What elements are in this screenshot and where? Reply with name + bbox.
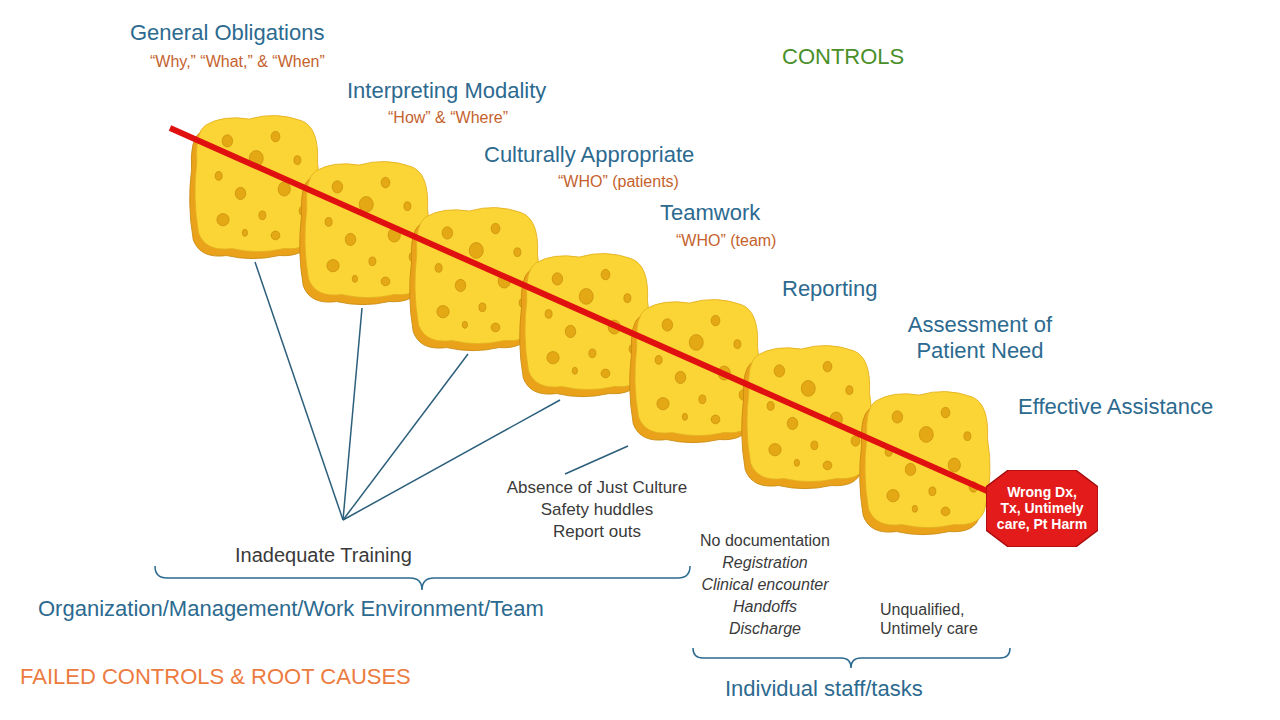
leader-line bbox=[565, 446, 628, 474]
control-question: “Why,” “What,” & “When” bbox=[150, 52, 325, 71]
cheese-slice bbox=[742, 346, 872, 489]
section-heading: FAILED CONTROLS & ROOT CAUSES bbox=[20, 664, 411, 690]
outcome-octagon: Wrong Dx, Tx, Untimely care, Pt Harm bbox=[986, 470, 1098, 547]
section-heading: CONTROLS bbox=[782, 44, 904, 70]
hazard-trajectory bbox=[170, 128, 1030, 510]
control-question: “WHO” (team) bbox=[676, 231, 776, 250]
leader-line bbox=[343, 400, 560, 520]
control-name: Culturally Appropriate bbox=[484, 142, 694, 168]
bracket bbox=[693, 648, 1010, 668]
task-item: Clinical encounter bbox=[685, 575, 845, 594]
control-name: Interpreting Modality bbox=[347, 78, 546, 104]
group-label: Individual staff/tasks bbox=[725, 676, 923, 702]
root-cause: Absence of Just Culture bbox=[487, 478, 707, 498]
cheese-slice bbox=[630, 300, 760, 443]
control-name: General Obligations bbox=[130, 20, 324, 46]
outcome-text: Wrong Dx, Tx, Untimely care, Pt Harm bbox=[996, 484, 1088, 532]
control-name: Reporting bbox=[782, 276, 877, 302]
task-item: Discharge bbox=[685, 619, 845, 638]
control-question: “WHO” (patients) bbox=[558, 172, 679, 191]
leader-line bbox=[343, 308, 362, 520]
root-cause: Report outs bbox=[487, 522, 707, 542]
task-item: Handoffs bbox=[685, 597, 845, 616]
leader-line bbox=[343, 354, 468, 520]
control-name: Teamwork bbox=[660, 200, 760, 226]
bracket bbox=[155, 566, 690, 590]
root-cause: No documentation bbox=[700, 531, 830, 550]
root-cause: Safety huddles bbox=[487, 500, 707, 520]
control-name: Assessment of Patient Need bbox=[880, 312, 1080, 365]
group-label: Organization/Management/Work Environment… bbox=[38, 596, 544, 622]
root-cause: Inadequate Training bbox=[235, 543, 412, 567]
control-question: “How” & “Where” bbox=[388, 108, 508, 127]
root-cause: Unqualified, Untimely care bbox=[880, 600, 1000, 638]
control-name: Effective Assistance bbox=[1018, 394, 1213, 420]
task-item: Registration bbox=[685, 553, 845, 572]
